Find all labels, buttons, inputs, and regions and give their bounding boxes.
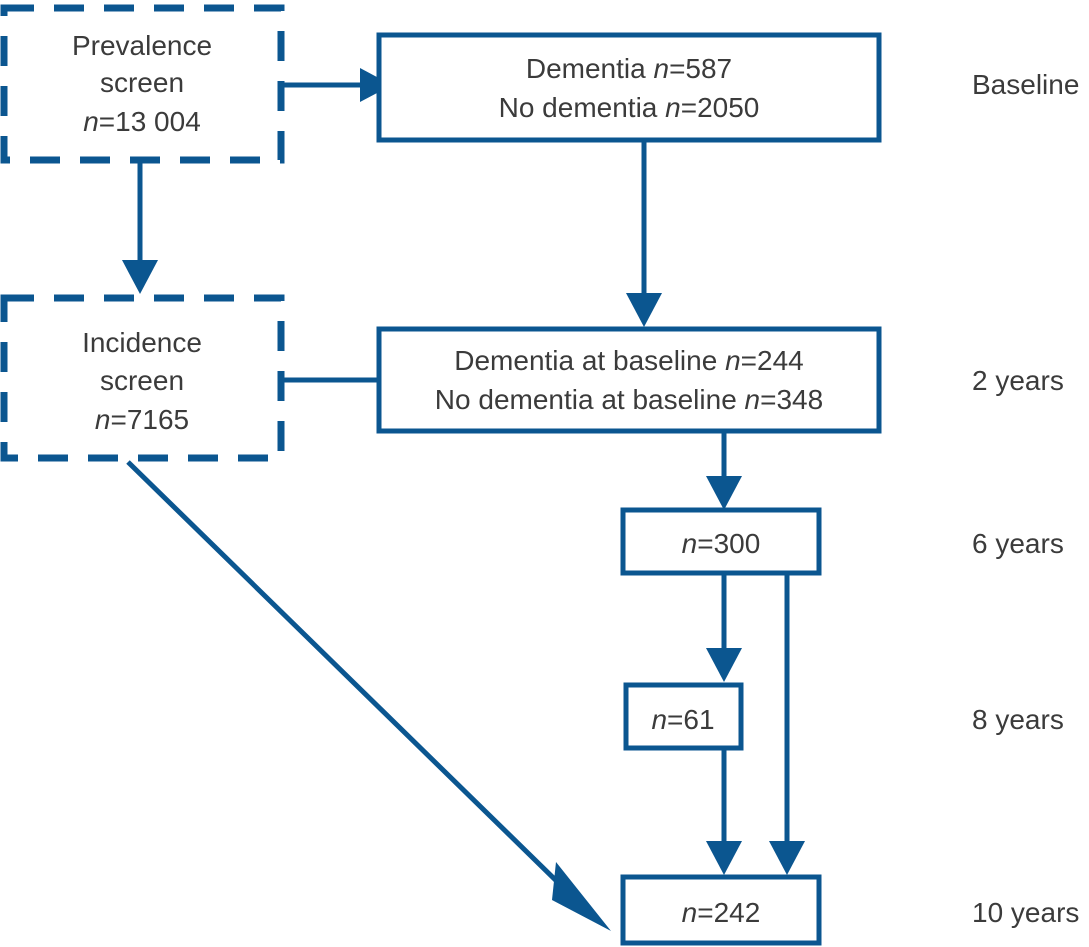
ten-year-n-symbol: n [682,897,698,928]
baseline-counts-line-1: Dementia n=587 [526,53,732,84]
connector-prevalence-to-incidence [122,160,158,294]
six-year-n-symbol: n [682,528,698,559]
stage-label-10-years: 10 years [972,897,1079,928]
baseline-no-dementia-n-value: =2050 [681,92,760,123]
stage-label-2-years: 2 years [972,365,1064,396]
ten-year-n-value: =242 [697,897,760,928]
six-year-count-line: n=300 [682,528,761,559]
connector-two-year-to-six-year [706,430,742,510]
incidence-screen-line-3: n=7165 [95,404,189,435]
node-ten-year-count[interactable]: n=242 [620,874,822,946]
two-year-no-dementia-label: No dementia at baseline [435,384,745,415]
connector-six-year-to-eight-year [706,573,742,682]
prevalence-n-symbol: n [83,106,99,137]
six-year-n-value: =300 [697,528,760,559]
two-year-dementia-n-symbol: n [725,345,741,376]
two-year-no-dementia-n-symbol: n [745,384,761,415]
incidence-screen-line-1: Incidence [82,327,202,358]
baseline-dementia-n-value: =587 [669,53,732,84]
two-year-dementia-label: Dementia at baseline [454,345,725,376]
baseline-dementia-n-symbol: n [653,53,669,84]
baseline-counts-line-2: No dementia n=2050 [499,92,760,123]
stage-label-8-years: 8 years [972,704,1064,735]
baseline-no-dementia-label: No dementia [499,92,666,123]
connector-eight-year-to-ten-year [706,748,742,875]
eight-year-count-line: n=61 [651,704,714,735]
node-six-year-count[interactable]: n=300 [620,507,822,576]
eight-year-n-value: =61 [667,704,715,735]
prevalence-screen-line-3: n=13 004 [83,106,201,137]
node-baseline-counts[interactable]: Dementia n=587 No dementia n=2050 [376,32,882,143]
eight-year-n-symbol: n [651,704,667,735]
connector-six-year-to-ten-year [769,573,805,875]
incidence-n-symbol: n [95,404,111,435]
prevalence-screen-line-2: screen [100,67,184,98]
incidence-screen-line-2: screen [100,365,184,396]
baseline-dementia-label: Dementia [526,53,654,84]
node-incidence-screen[interactable]: Incidence screen n=7165 [0,294,285,462]
two-year-dementia-n-value: =244 [741,345,804,376]
incidence-n-value: =7165 [110,404,189,435]
stage-label-baseline: Baseline [972,69,1079,100]
connector-incidence-to-ten-year [126,460,611,931]
two-year-counts-line-1: Dementia at baseline n=244 [454,345,803,376]
node-prevalence-screen[interactable]: Prevalence screen n=13 004 [0,4,285,164]
stage-label-6-years: 6 years [972,528,1064,559]
ten-year-count-line: n=242 [682,897,761,928]
prevalence-screen-line-1: Prevalence [72,30,212,61]
two-year-no-dementia-n-value: =348 [760,384,823,415]
connector-prevalence-to-baseline [281,68,392,102]
connector-baseline-to-two-year [626,140,662,327]
prevalence-n-value: =13 004 [99,106,201,137]
baseline-no-dementia-n-symbol: n [665,92,681,123]
node-eight-year-count[interactable]: n=61 [623,682,744,751]
node-two-year-counts[interactable]: Dementia at baseline n=244 No dementia a… [376,326,882,434]
two-year-counts-line-2: No dementia at baseline n=348 [435,384,823,415]
